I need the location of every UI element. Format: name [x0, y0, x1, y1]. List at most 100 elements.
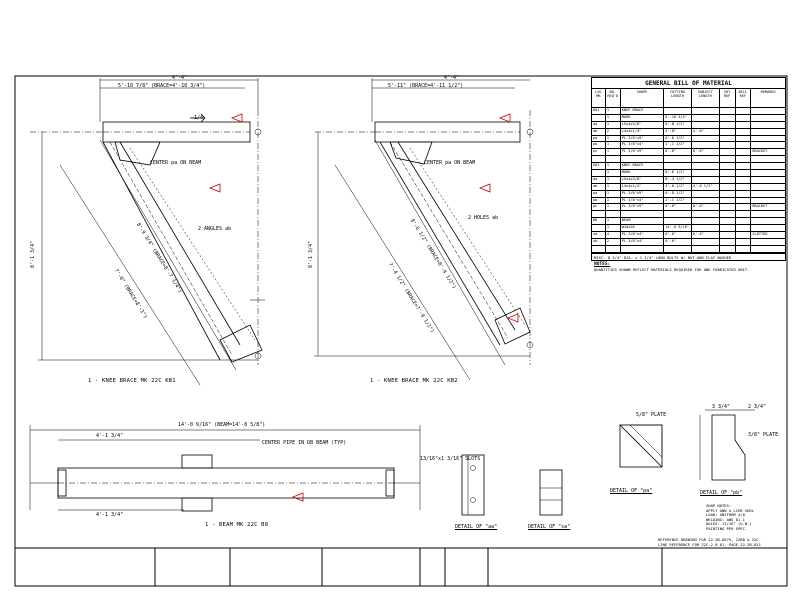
- bom-cell: 2: [606, 238, 621, 245]
- bom-cell: [692, 245, 720, 252]
- beam-overall-dim: 14'-0 9/16" (BEAM=14'-0 5/8"): [178, 422, 266, 428]
- bom-cell: [592, 245, 606, 252]
- bom-cell: pc: [592, 204, 606, 211]
- bom-cell: [606, 245, 621, 252]
- bom-cell: 0'-8 1/2": [664, 135, 692, 142]
- bom-cell: 0'-6": [664, 204, 692, 211]
- title-block: [15, 547, 787, 586]
- bom-cell: BRACKET: [752, 204, 768, 209]
- bom-cell: PL 3/8"x4": [621, 238, 665, 245]
- bom-cell: PL 3/8"x4": [621, 142, 665, 149]
- bom-cell: [592, 225, 606, 232]
- bom-cell: [692, 197, 720, 204]
- bom-header: SHAPE: [621, 89, 665, 107]
- bom-cell: [751, 198, 785, 204]
- bom-cell: [751, 122, 785, 128]
- pb-plate-note: 3/8" PLATE: [748, 432, 779, 438]
- shop-note-line: SHOP NOTES:: [706, 503, 732, 508]
- bom-cell: 1: [606, 204, 621, 211]
- bom-cell: [692, 170, 720, 176]
- bom-title: GENERAL BILL OF MATERIAL: [592, 78, 785, 89]
- kb2-holes-note: 2 HOLES ab: [468, 215, 499, 221]
- bom-cell: [736, 163, 752, 170]
- bom-cell: 1: [606, 183, 621, 190]
- bom-cell: [692, 211, 720, 218]
- bom-cell: [736, 245, 752, 252]
- bom-cell: [720, 135, 736, 142]
- bom-cell: PL 3/8"x4": [621, 232, 665, 238]
- bom-cell: [736, 225, 752, 232]
- bom-cell: [664, 156, 692, 163]
- bom-cell: 8'-10 3/4": [664, 114, 692, 121]
- bom-cell: [664, 211, 692, 218]
- bom-cell: [736, 156, 752, 163]
- bom-cell: [720, 238, 736, 245]
- bom-cell: [751, 225, 785, 231]
- bom-cell: 1'-1 1/2": [664, 142, 692, 149]
- bom-cell: SLOTTED: [752, 232, 768, 237]
- bom-cell: 0'-6": [692, 149, 720, 156]
- bom-cell: [592, 211, 606, 218]
- bom-cell: [606, 211, 621, 218]
- bom-cell: [751, 136, 785, 142]
- bom-cell: [692, 163, 720, 170]
- bom-cell: 4'-0 1/2": [692, 183, 720, 190]
- reference-notes: REFERENCE DRAWING FOR 22-2B-0075, 22B8 &…: [658, 537, 761, 547]
- bom-header-row: LOC MK NO. REQ'D SHAPE CUTTING LENGTH SU…: [592, 89, 785, 108]
- shop-note-line: APPLY ANN & LIEB SHOL: [706, 507, 755, 513]
- bom-cell: [664, 163, 692, 170]
- shop-note-line: LOAD: UNIFORM 4/0: [706, 512, 745, 518]
- kb1-top-dim2: 5'-10 7/8" (BRACE=4'-10 3/4"): [118, 83, 206, 89]
- bom-cell: 0'-6": [664, 238, 692, 245]
- bom-cell: [720, 245, 736, 252]
- bom-header: SHT REF: [720, 89, 736, 107]
- bom-cell: ab: [592, 183, 606, 190]
- bom-cell: [692, 176, 720, 183]
- kb2-top-dim2: 5'-11" (BRACE=4'-11 1/2"): [388, 83, 464, 89]
- bom-cell: W10x26: [621, 225, 665, 232]
- bom-cell: ab: [592, 128, 606, 135]
- bom-cell: [751, 115, 785, 121]
- bom-cell: [720, 204, 736, 211]
- detail-sa-title: DETAIL OF "sa": [528, 524, 571, 530]
- kb1-height-dim: 8'-1 3/4": [30, 240, 36, 268]
- detail-aa-title: DETAIL OF "aa": [455, 524, 498, 530]
- bom-notes-text: QUANTITIES SHOWN REFLECT MATERIALS REQUI…: [594, 266, 750, 272]
- bom-cell: BEAM: [621, 218, 665, 225]
- detail-sa: [539, 469, 563, 516]
- bom-cell: [736, 211, 752, 218]
- bom-cell: 1: [606, 225, 621, 232]
- bom-cell: 14'-0 9/16": [664, 225, 692, 232]
- bom-cell: [736, 114, 752, 121]
- bom-cell: 1: [606, 108, 621, 114]
- bom-cell: [720, 163, 736, 170]
- knee-brace-kb1-view: [30, 78, 265, 386]
- kb1-weld-label: 1/4: [194, 115, 204, 121]
- bill-of-material: GENERAL BILL OF MATERIAL LOC MK NO. REQ'…: [591, 77, 786, 272]
- bom-cell: 1: [606, 121, 621, 128]
- bom-cell: 1'-1 1/2": [664, 197, 692, 204]
- bom-cell: [720, 176, 736, 183]
- bom-cell: PL 3/8"x4": [621, 197, 665, 204]
- bom-cell: [736, 170, 752, 176]
- kb1-top-dim: 4'-4": [172, 75, 188, 81]
- bom-cell: PL 3/8"x9": [621, 204, 665, 211]
- shop-note-line: PAINTING PER SPEC.: [706, 525, 748, 531]
- beam-center-note: CENTER PIPE IN DB BEAM (TYP): [262, 440, 347, 446]
- bom-cell: 1: [606, 135, 621, 142]
- bom-cell: 0'-6": [692, 232, 720, 238]
- bom-row: [592, 211, 785, 219]
- bom-cell: [736, 183, 752, 190]
- bom-cell: 2: [606, 128, 621, 135]
- reference-line: REFERENCE DRAWING FOR 22-2B-0075, 22B8 &…: [658, 537, 759, 542]
- detail-pa: [619, 424, 663, 468]
- bom-cell: aa: [592, 176, 606, 183]
- bom-cell: 0'-6": [664, 232, 692, 238]
- bom-cell: [606, 156, 621, 163]
